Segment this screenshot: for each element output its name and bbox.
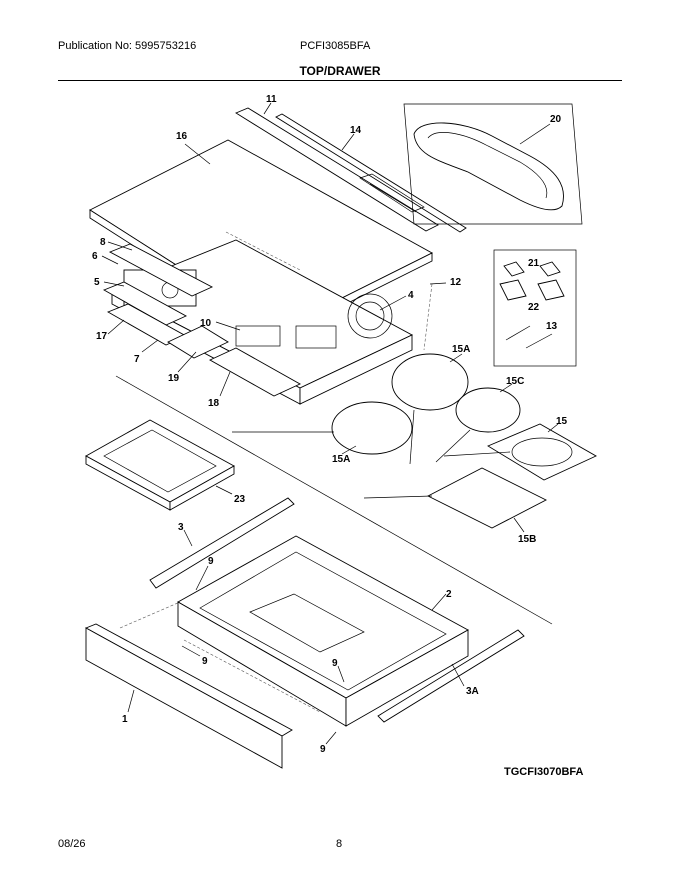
inset-clips-box <box>493 249 577 367</box>
leader-lines <box>101 102 559 745</box>
guide-line <box>119 601 181 629</box>
drawer-body-part <box>177 535 469 727</box>
part-label-16: 16 <box>176 131 188 142</box>
part-label-20: 20 <box>550 114 562 125</box>
part-label-14: 14 <box>350 125 362 136</box>
switch-strip-part <box>102 243 301 397</box>
part-label-19: 19 <box>168 373 180 384</box>
part-label-9-a: 9 <box>208 556 214 567</box>
model-number: PCFI3085BFA <box>300 40 371 52</box>
part-label-13: 13 <box>546 321 558 332</box>
trim-strip-part <box>235 107 467 233</box>
part-label-11: 11 <box>266 94 277 105</box>
part-label-21: 21 <box>528 258 540 269</box>
drawer-slide-part <box>149 497 525 723</box>
part-label-9-c: 9 <box>332 658 338 669</box>
part-label-3A: 3A <box>466 686 479 697</box>
burner-part <box>232 353 597 529</box>
part-label-3: 3 <box>178 522 184 533</box>
part-label-15A-top: 15A <box>452 344 470 355</box>
guide-line <box>225 231 301 271</box>
divider-line <box>115 375 553 625</box>
part-label-15C: 15C <box>506 376 524 387</box>
part-label-15A-bottom: 15A <box>332 454 350 465</box>
part-label-15B: 15B <box>518 534 536 545</box>
guide-line <box>183 639 321 713</box>
part-label-23: 23 <box>234 494 246 505</box>
section-title: TOP/DRAWER <box>299 64 381 78</box>
inset-drip-tray <box>403 103 583 225</box>
part-label-6: 6 <box>92 251 98 262</box>
part-label-10: 10 <box>200 318 212 329</box>
part-label-8: 8 <box>100 237 106 248</box>
diagram-reference-code: TGCFI3070BFA <box>504 766 584 778</box>
part-label-7: 7 <box>134 354 140 365</box>
footer-date: 08/26 <box>58 838 86 850</box>
header-rule <box>58 80 622 81</box>
part-label-9-b: 9 <box>202 656 208 667</box>
storage-tray-part <box>85 419 235 511</box>
guide-line <box>423 283 433 351</box>
part-label-4: 4 <box>408 290 414 301</box>
part-label-17: 17 <box>96 331 108 342</box>
drawer-front-part <box>84 623 293 769</box>
publication-number: Publication No: 5995753216 <box>58 40 197 52</box>
page-number: 8 <box>336 838 343 850</box>
part-label-9-d: 9 <box>320 744 326 755</box>
part-label-5: 5 <box>94 277 100 288</box>
part-label-15: 15 <box>556 416 568 427</box>
part-label-1: 1 <box>122 714 128 725</box>
part-label-22: 22 <box>528 302 540 313</box>
part-label-18: 18 <box>208 398 220 409</box>
part-label-2: 2 <box>446 589 452 600</box>
part-label-12: 12 <box>450 277 462 288</box>
